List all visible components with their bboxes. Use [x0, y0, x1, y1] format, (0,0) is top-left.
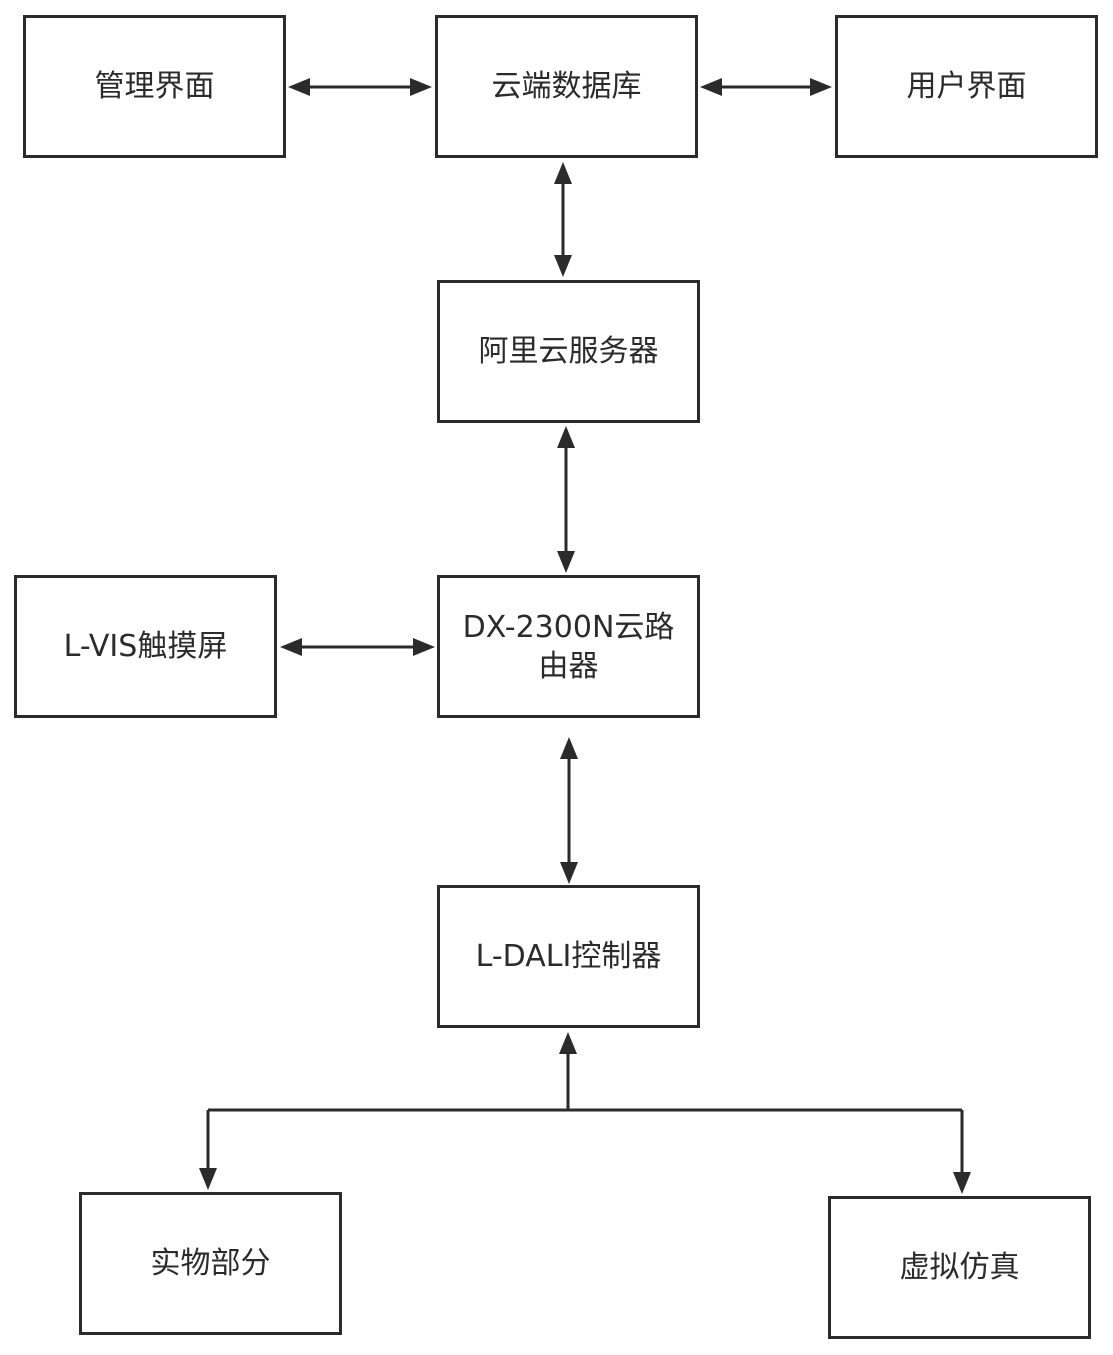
- node-management-ui: 管理界面: [23, 15, 286, 158]
- edge-db-user: [700, 78, 832, 96]
- node-physical-part: 实物部分: [79, 1192, 342, 1335]
- node-cloud-router: DX-2300N云路由器: [437, 575, 700, 718]
- node-label: L-VIS触摸屏: [63, 629, 228, 664]
- node-label: 云端数据库: [491, 69, 642, 104]
- node-label: DX-2300N云路由器: [462, 609, 675, 684]
- edge-ldali-branches: [199, 1032, 971, 1194]
- node-label: 阿里云服务器: [478, 334, 659, 369]
- node-user-ui: 用户界面: [835, 15, 1098, 158]
- node-label: 虚拟仿真: [899, 1250, 1020, 1285]
- node-cloud-database: 云端数据库: [435, 15, 698, 158]
- node-lvis-touchscreen: L-VIS触摸屏: [14, 575, 277, 718]
- node-aliyun-server: 阿里云服务器: [437, 280, 700, 423]
- edge-router-ldali: [560, 737, 578, 884]
- node-label: 实物部分: [150, 1246, 271, 1281]
- edge-db-aliyun: [554, 162, 572, 277]
- node-virtual-simulation: 虚拟仿真: [828, 1196, 1091, 1339]
- node-label: 管理界面: [94, 69, 215, 104]
- node-ldali-controller: L-DALI控制器: [437, 885, 700, 1028]
- node-label: 用户界面: [906, 69, 1027, 104]
- node-label: L-DALI控制器: [475, 939, 662, 974]
- edge-lvis-router: [280, 638, 435, 656]
- edge-aliyun-router: [557, 426, 575, 573]
- edge-mgmt-db: [288, 78, 432, 96]
